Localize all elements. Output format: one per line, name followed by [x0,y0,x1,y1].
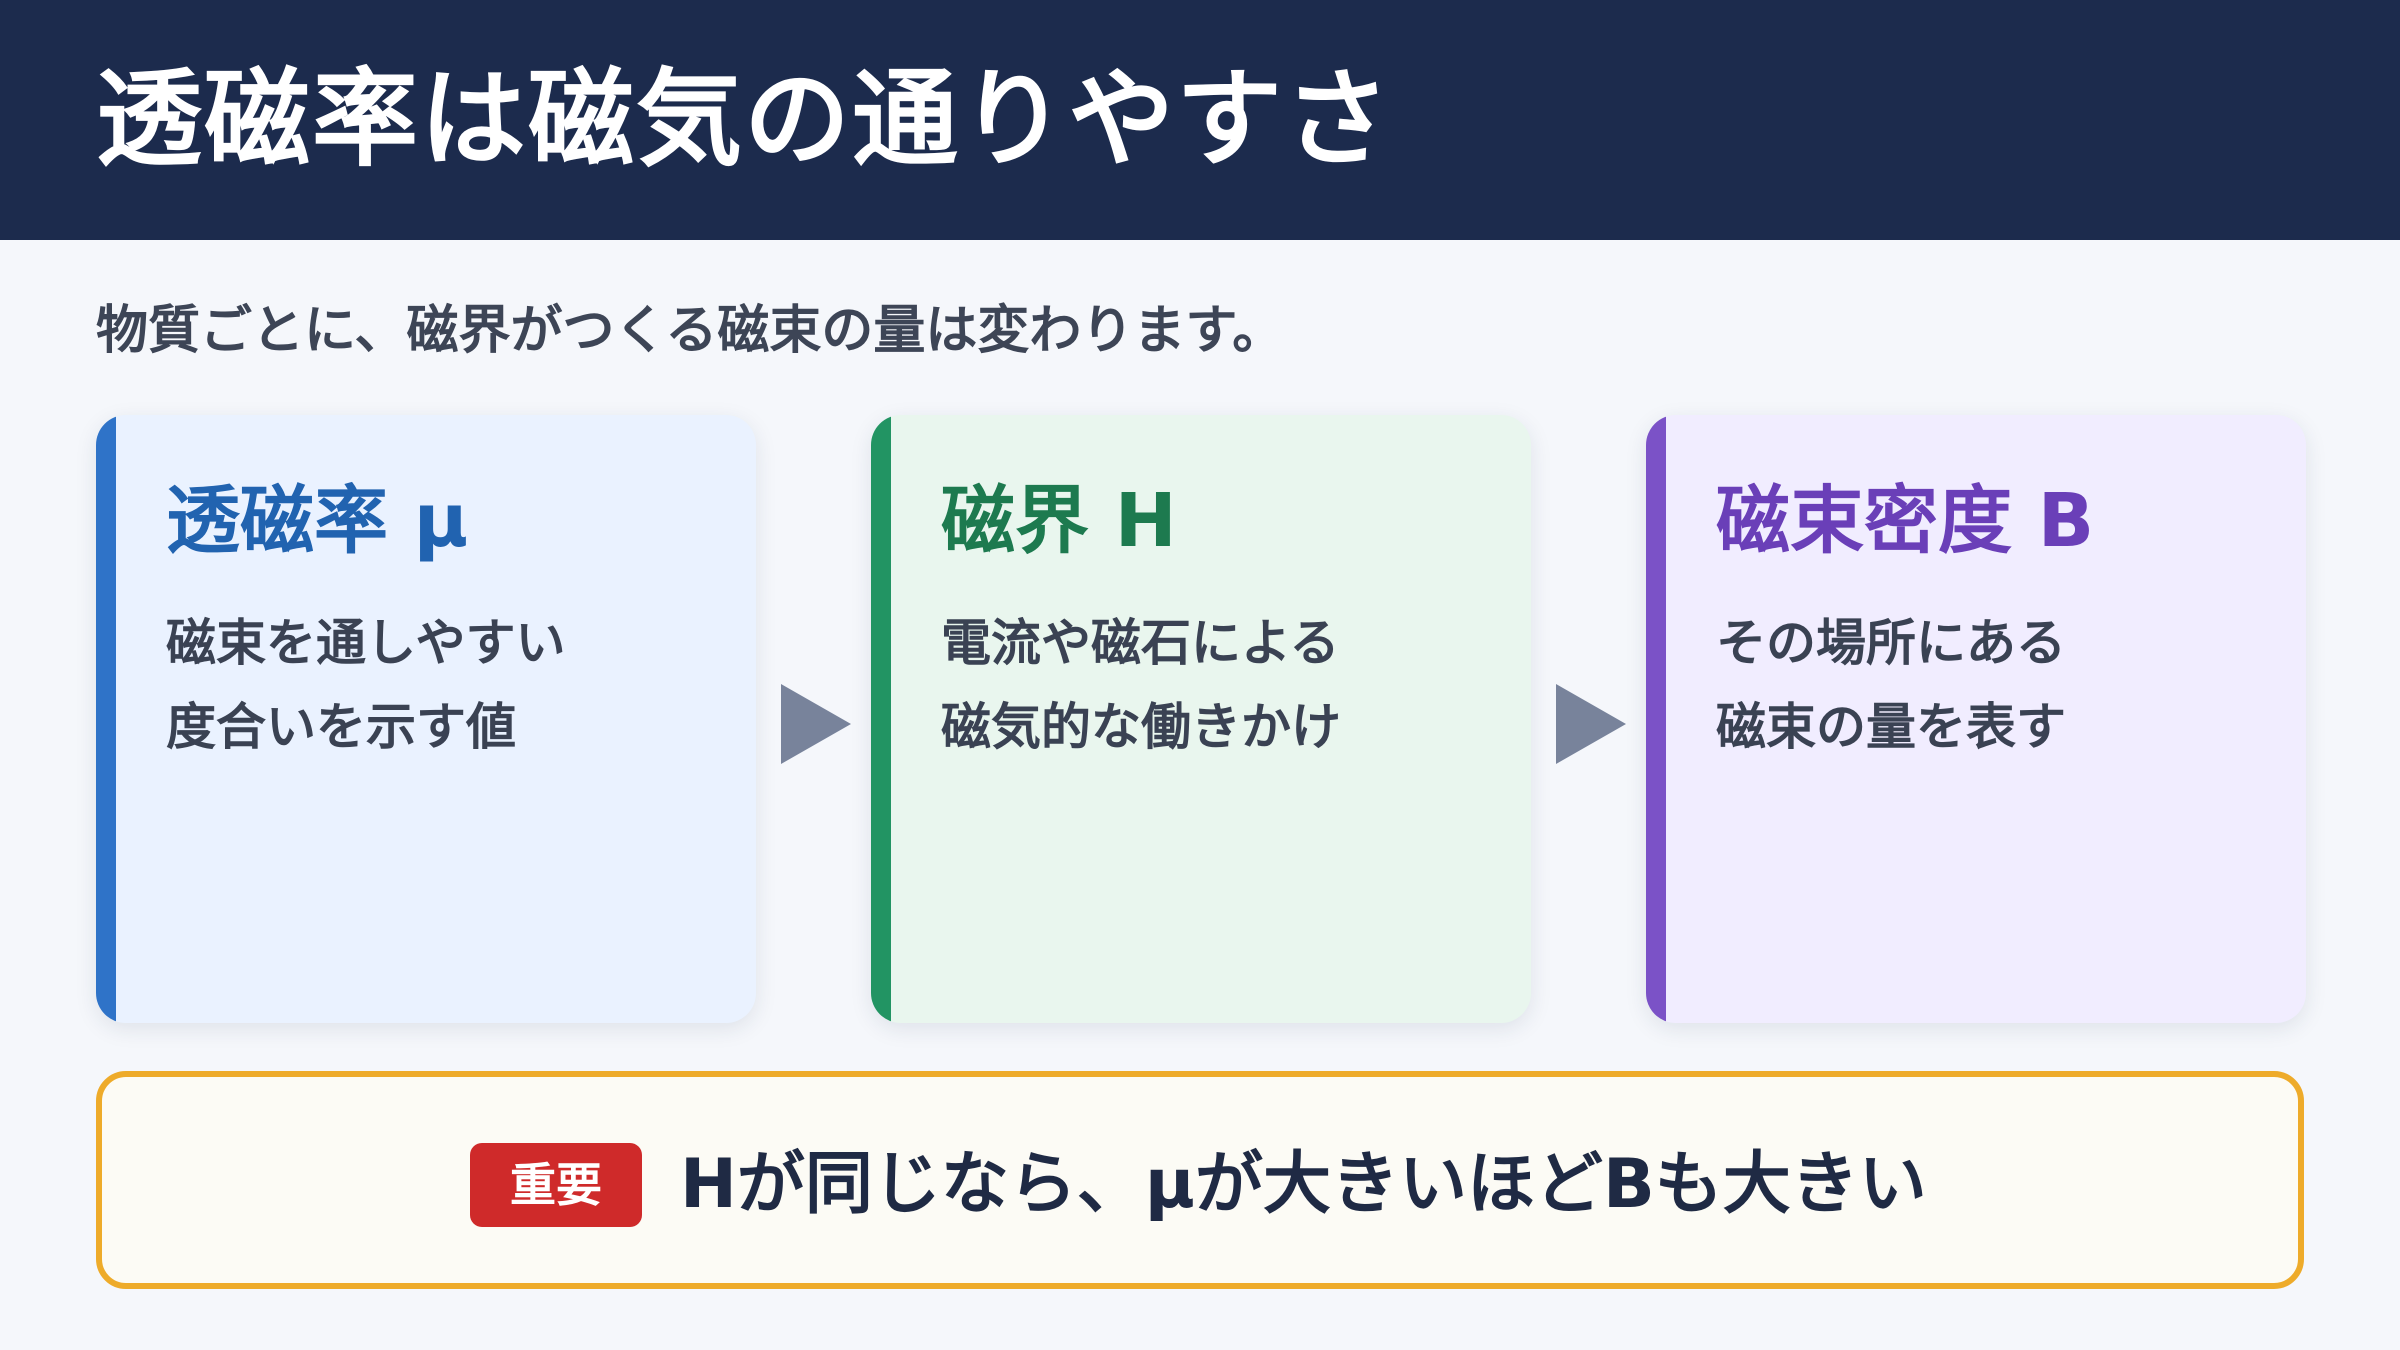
card-magnetic-field: 磁界 H 電流や磁石による 磁気的な働きかけ [871,415,1531,1023]
card-description-line: 磁束を通しやすい [166,614,566,672]
card-description-line: その場所にある [1716,614,2066,672]
title-bar: 透磁率は磁気の通りやすさ [0,0,2400,240]
card-description-line: 電流や磁石による [941,614,1340,672]
page-subtitle: 物質ごとに、磁界がつくる磁束の量は変わります。 [96,301,1285,361]
card-description-line: 度合いを示す値 [166,698,516,756]
card-description-line: 磁気的な働きかけ [941,698,1341,756]
card-description: 電流や磁石による 磁気的な働きかけ [941,601,1341,769]
card-accent-bar [871,415,891,1023]
key-point-text: Hが同じなら、μが大きいほどBも大きい [680,1145,1927,1224]
key-point-box: 重要 Hが同じなら、μが大きいほどBも大きい [96,1071,2304,1289]
card-description-line: 磁束の量を表す [1716,698,2066,756]
card-description: その場所にある 磁束の量を表す [1716,601,2066,769]
card-accent-bar [1646,415,1666,1023]
card-title: 透磁率 μ [166,478,469,564]
important-badge: 重要 [470,1143,642,1227]
arrow-right-icon [781,684,851,764]
card-description: 磁束を通しやすい 度合いを示す値 [166,601,566,769]
card-accent-bar [96,415,116,1023]
card-title: 磁界 H [941,478,1177,564]
page-title: 透磁率は磁気の通りやすさ [96,58,1392,181]
arrow-right-icon [1556,684,1626,764]
card-title: 磁束密度 B [1716,478,2095,564]
card-permeability: 透磁率 μ 磁束を通しやすい 度合いを示す値 [96,415,756,1023]
card-flux-density: 磁束密度 B その場所にある 磁束の量を表す [1646,415,2306,1023]
